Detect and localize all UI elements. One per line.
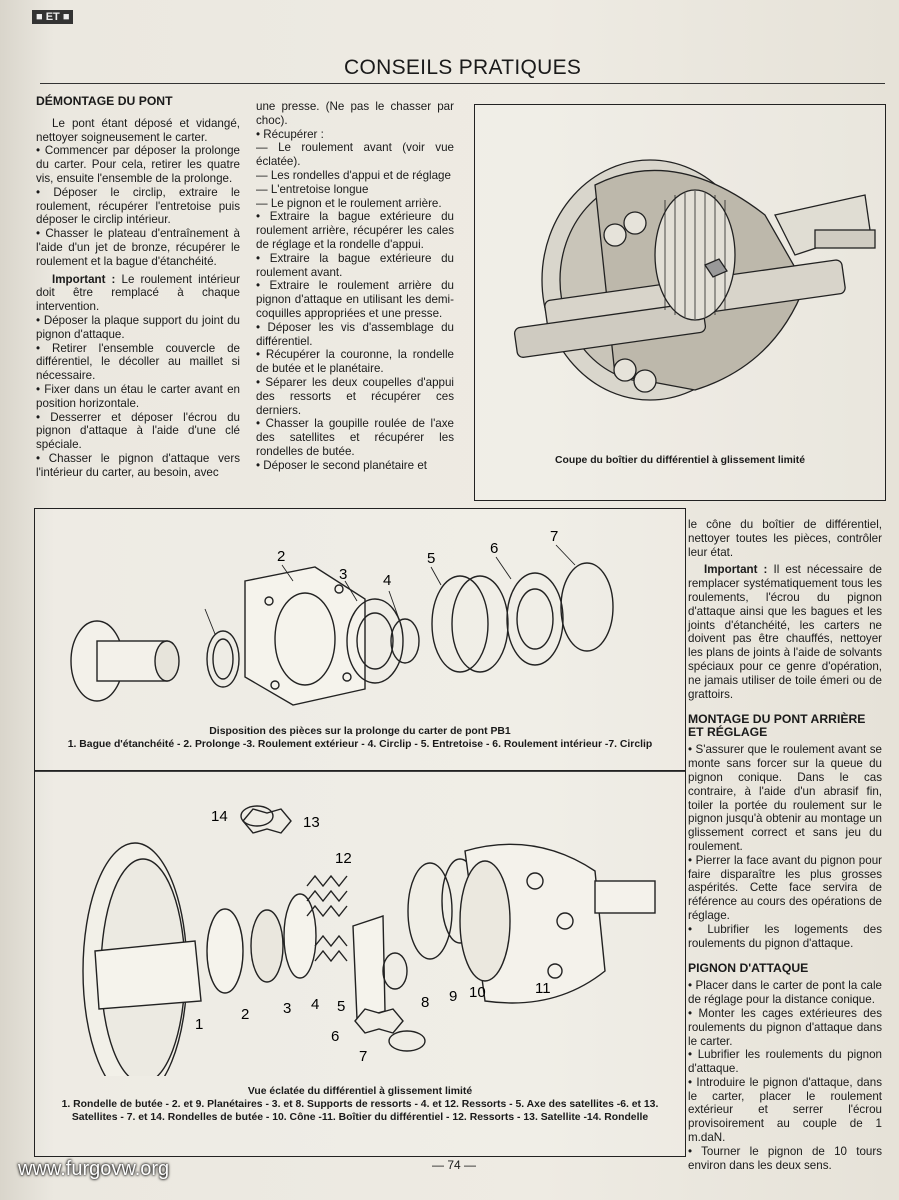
callout-label: 7 <box>550 528 558 545</box>
figure-caption-title: Vue éclatée du différentiel à glissement… <box>247 1086 473 1097</box>
exploded-label-layer: 1 2 3 4 5 6 7 8 9 10 11 12 13 14 <box>195 808 551 1065</box>
paragraph: une presse. (Ne pas le chasser par choc)… <box>256 100 454 127</box>
callout-label: 14 <box>211 808 228 825</box>
callout-label: 1 <box>195 1016 203 1033</box>
list-item: — L'entretoise longue <box>256 182 369 196</box>
page-number: — 74 — <box>432 1158 477 1172</box>
list-item: — Le roulement avant (voir vue éclatée). <box>256 141 454 169</box>
callout-label: 6 <box>490 540 498 557</box>
callout-label: 2 <box>241 1006 249 1023</box>
paragraph: • Chasser le pignon d'attaque vers l'int… <box>36 451 240 479</box>
paragraph: • Séparer les deux coupelles d'appui des… <box>256 375 454 417</box>
callout-label: 3 <box>283 1000 291 1017</box>
paragraph: • Fixer dans un étau le carter avant en … <box>36 382 240 410</box>
callout-label: 5 <box>427 550 435 567</box>
paragraph: • Monter les cages extérieures des roule… <box>688 1006 882 1048</box>
paragraph: • Retirer l'ensemble couvercle de différ… <box>36 341 240 383</box>
callout-label: 5 <box>337 998 345 1015</box>
paragraph: • Déposer la plaque support du joint du … <box>36 313 240 341</box>
callout-label: 3 <box>339 566 347 583</box>
figure-caption-title: Disposition des pièces sur la prolonge d… <box>209 726 511 737</box>
prolonge-exploded-illustration <box>70 544 614 706</box>
watermark: www.furgovw.org <box>18 1158 170 1180</box>
figure-caption: Coupe du boîtier du différentiel à gliss… <box>555 455 805 466</box>
paragraph: • Extraire la bague extérieure du roulem… <box>256 251 454 279</box>
column-1: DÉMONTAGE DU PONT Le pont étant déposé e… <box>36 94 240 480</box>
important-note: Important : Il est nécessaire de remplac… <box>688 563 882 701</box>
list-item: — Le pignon et le roulement arrière. <box>256 196 442 210</box>
page-title: CONSEILS PRATIQUES <box>344 56 582 79</box>
paragraph: • Introduire le pignon d'attaque, dans l… <box>688 1075 882 1145</box>
figure-prolonge-parts: 1 2 3 4 5 6 7 Disposition des pièces sur… <box>34 508 686 772</box>
callout-label: 10 <box>469 984 486 1001</box>
paragraph: • Pierrer la face avant du pignon pour f… <box>688 853 882 922</box>
callout-label: 12 <box>335 850 352 867</box>
important-label: Important : <box>704 563 768 577</box>
paragraph: • Tourner le pignon de 10 tours environ … <box>688 1144 882 1172</box>
paragraph: • Placer dans le carter de pont la cale … <box>688 979 882 1007</box>
differential-cutaway-illustration <box>513 159 876 401</box>
paragraph: • Commencer par déposer la prolonge du c… <box>36 144 240 185</box>
callout-label: 2 <box>277 548 285 565</box>
paragraph: • Lubrifier les roulements du pignon d'a… <box>688 1048 882 1076</box>
paragraph: • Lubrifier les logements des roulements… <box>688 922 882 950</box>
callout-label: 4 <box>383 572 391 589</box>
paragraph: • Déposer le second planétaire et <box>256 458 427 472</box>
paragraph: • Chasser le plateau d'entraînement à l'… <box>36 227 240 268</box>
column-2: une presse. (Ne pas le chasser par choc)… <box>256 100 454 473</box>
figure-caption-legend: 1. Bague d'étanchéité - 2. Prolonge -3. … <box>67 739 653 750</box>
header-divider <box>40 83 885 84</box>
paragraph: • S'assurer que le roulement avant se mo… <box>688 743 882 853</box>
callout-label: 11 <box>535 980 551 997</box>
callout-label: 6 <box>331 1028 339 1045</box>
paragraph: • Extraire le roulement arrière du pigno… <box>256 279 454 320</box>
callout-label: 4 <box>311 996 319 1013</box>
figure-caption-legend: 1. Rondelle de butée - 2. et 9. Planétai… <box>61 1099 659 1123</box>
important-label: Important : <box>52 272 116 286</box>
figure-differential-cutaway: Coupe du boîtier du différentiel à gliss… <box>474 104 886 501</box>
prolonge-label-layer: 1 2 3 4 5 6 7 <box>277 528 558 589</box>
important-text: Le roulement intérieur doit être remplac… <box>36 272 240 314</box>
figure-differential-exploded: 1 2 3 4 5 6 7 8 9 10 11 12 13 14 Vue écl… <box>34 770 686 1157</box>
important-text: Il est nécessaire de remplacer systémati… <box>688 563 882 701</box>
paragraph: • Récupérer la couronne, la rondelle de … <box>256 348 454 376</box>
list-item: — Les rondelles d'appui et de réglage <box>256 168 451 182</box>
column-3: le cône du boîtier de différentiel, nett… <box>688 518 882 1172</box>
callout-label: 7 <box>359 1048 367 1065</box>
paragraph: • Chasser la goupille roulée de l'axe de… <box>256 417 454 458</box>
paragraph: • Desserrer et déposer l'écrou du pignon… <box>36 410 240 452</box>
paragraph: • Déposer le circlip, extraire le roulem… <box>36 185 240 227</box>
section-heading-pignon: PIGNON D'ATTAQUE <box>688 961 809 976</box>
important-note: Important : Le roulement intérieur doit … <box>36 273 240 314</box>
callout-label: 9 <box>449 988 457 1005</box>
corner-tag: ■ ET ■ <box>32 10 74 24</box>
paragraph: le cône du boîtier de différentiel, nett… <box>688 518 882 559</box>
differential-exploded-illustration <box>82 805 656 1100</box>
paragraph: Le pont étant déposé et vidangé, nettoye… <box>36 116 240 144</box>
paragraph: • Déposer les vis d'assemblage du différ… <box>256 320 454 348</box>
section-heading-montage: MONTAGE DU PONT ARRIÈRE ET RÉGLAGE <box>688 712 866 740</box>
paragraph: • Extraire la bague extérieure du roulem… <box>256 210 454 251</box>
callout-label: 8 <box>421 994 429 1011</box>
paragraph: • Récupérer : <box>256 127 324 141</box>
callout-label: 13 <box>303 814 320 831</box>
section-heading-demontage: DÉMONTAGE DU PONT <box>36 94 173 108</box>
